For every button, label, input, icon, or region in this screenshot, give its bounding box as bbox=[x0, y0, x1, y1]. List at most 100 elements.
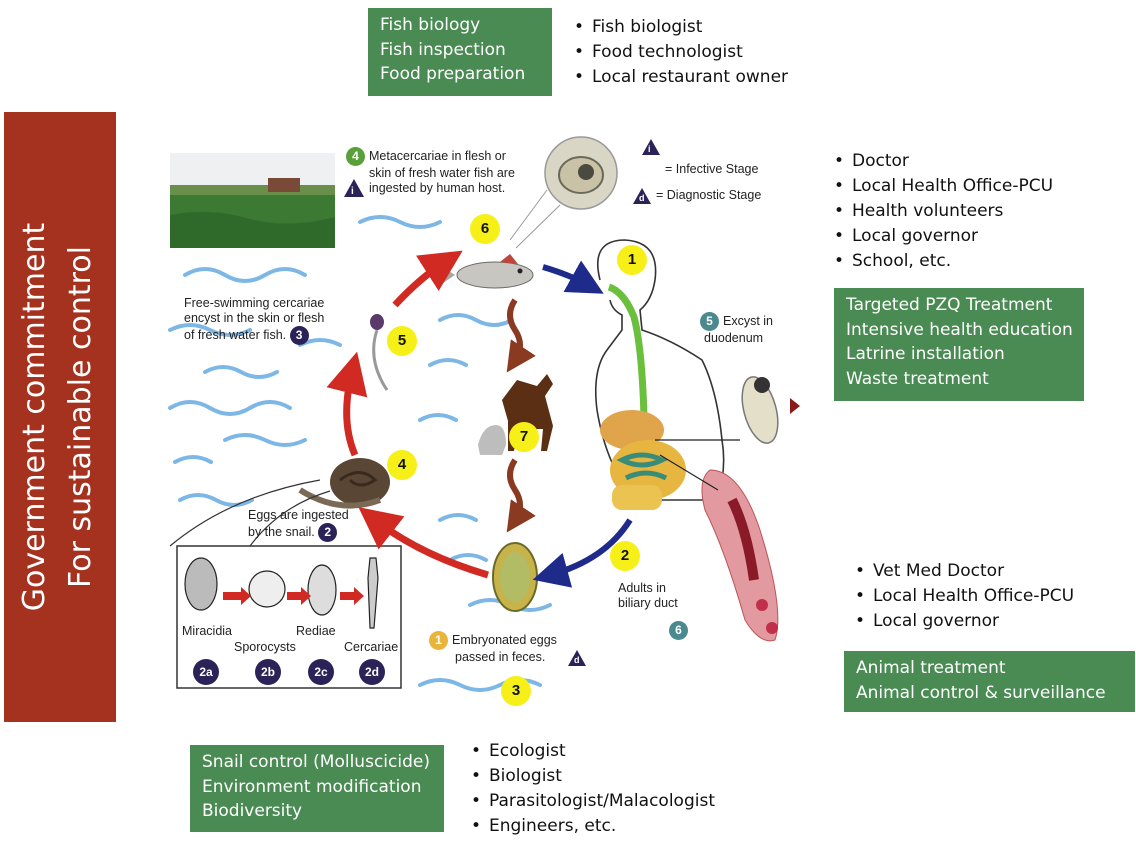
excysted-metacercaria bbox=[741, 376, 800, 444]
snail-illustration bbox=[298, 458, 390, 509]
step-2-badge: 2 bbox=[318, 523, 338, 542]
legend-infective-icon-letter: i bbox=[648, 144, 651, 154]
snail-control-line: Snail control (Molluscicide) bbox=[202, 752, 430, 772]
fish-illustration bbox=[437, 254, 534, 289]
legend-infective-icon bbox=[642, 139, 660, 155]
rediae-label: Rediae bbox=[296, 624, 336, 638]
snail-actor: Engineers, etc. bbox=[467, 814, 715, 839]
control-point-2: 2 bbox=[610, 541, 640, 571]
control-point-6: 6 bbox=[470, 214, 500, 244]
cercariae-line-3: of fresh water fish. bbox=[184, 327, 287, 342]
snail-actor: Parasitologist/Malacologist bbox=[467, 789, 715, 814]
legend-infective-label: = Infective Stage bbox=[665, 162, 759, 176]
rice-field-photo bbox=[170, 153, 335, 248]
stage-2c-badge: 2c bbox=[308, 659, 334, 685]
diagnostic-stage-icon bbox=[568, 650, 586, 666]
cercariae-line-1: Free-swimming cercariae bbox=[184, 296, 325, 310]
human-control-box: Targeted PZQ Treatment Intensive health … bbox=[834, 288, 1084, 401]
control-point-5: 5 bbox=[387, 326, 417, 356]
infective-stage-icon-letter: i bbox=[351, 186, 354, 197]
human-actor: Health volunteers bbox=[830, 199, 1053, 224]
fish-actors-list: Fish biologist Food technologist Local r… bbox=[570, 15, 788, 90]
red-cycle-arrows bbox=[326, 250, 489, 579]
stage-2b-badge: 2b bbox=[255, 659, 281, 685]
metacercariae-line-3: ingested by human host. bbox=[369, 181, 506, 195]
step-5-badge: 5 bbox=[700, 312, 719, 331]
excyst-line-1: Excyst in bbox=[723, 313, 774, 328]
step-6-badge: 6 bbox=[669, 621, 688, 640]
snail-actor: Biologist bbox=[467, 764, 715, 789]
legend-diagnostic-label: = Diagnostic Stage bbox=[656, 188, 762, 202]
eggs-snail-line-2: by the snail. bbox=[248, 524, 315, 539]
eggs-snail-label: Eggs are ingested by the snail. 2 bbox=[248, 508, 349, 542]
eggs-snail-line-1: Eggs are ingested bbox=[248, 508, 349, 522]
adult-fluke bbox=[701, 469, 779, 642]
control-point-7: 7 bbox=[509, 422, 539, 452]
human-silhouette bbox=[594, 239, 725, 501]
stage-2d-badge: 2d bbox=[359, 659, 385, 685]
step-4-badge: 4 bbox=[346, 147, 365, 166]
digestive-tract bbox=[600, 283, 686, 510]
step-1-badge: 1 bbox=[429, 631, 448, 650]
adults-line-2: biliary duct bbox=[618, 596, 678, 610]
step-3-badge: 3 bbox=[289, 326, 309, 345]
snail-actor: Ecologist bbox=[467, 739, 715, 764]
snail-control-box: Snail control (Molluscicide) Environment… bbox=[190, 745, 444, 832]
cercaria-illustration bbox=[370, 314, 389, 391]
animal-control-line: Animal control & surveillance bbox=[856, 682, 1106, 703]
snail-control-line: Environment modification bbox=[202, 776, 422, 797]
excyst-line-2: duodenum bbox=[704, 331, 764, 345]
human-actor: Local Health Office-PCU bbox=[830, 174, 1053, 199]
metacercariae-line-1: Metacercariae in flesh or bbox=[369, 148, 506, 163]
human-control-line: Intensive health education bbox=[846, 319, 1073, 340]
human-actors-list: Doctor Local Health Office-PCU Health vo… bbox=[830, 149, 1053, 274]
human-actor: Local governor bbox=[830, 224, 1053, 249]
embryonated-eggs-label: 1 Embryonated eggs passed in feces. bbox=[429, 631, 557, 665]
brown-transmission-arrows bbox=[506, 298, 536, 533]
legend-diagnostic-icon-letter: d bbox=[639, 193, 645, 203]
animal-actor: Local governor bbox=[851, 609, 1074, 634]
egg-illustration bbox=[492, 542, 538, 612]
human-control-line: Latrine installation bbox=[846, 344, 1005, 364]
miracidia-label: Miracidia bbox=[182, 624, 233, 638]
control-point-4: 4 bbox=[387, 450, 417, 480]
fish-actor: Food technologist bbox=[570, 40, 788, 65]
legend-diagnostic-icon bbox=[633, 188, 651, 204]
stage-2a-badge: 2a bbox=[193, 659, 219, 685]
government-commitment-banner bbox=[4, 112, 116, 722]
animal-actor: Vet Med Doctor bbox=[851, 559, 1074, 584]
cercariae-stage-label: Cercariae bbox=[344, 640, 399, 654]
metacercariae-line-2: skin of fresh water fish are bbox=[369, 166, 515, 180]
fish-control-line: Fish inspection bbox=[380, 39, 506, 60]
snail-actors-list: Ecologist Biologist Parasitologist/Malac… bbox=[467, 739, 715, 839]
cercariae-line-2: encyst in the skin or flesh bbox=[184, 311, 325, 325]
adults-line-1: Adults in bbox=[618, 581, 666, 595]
fish-control-line: Fish biology bbox=[380, 15, 481, 35]
snail-control-line: Biodiversity bbox=[202, 801, 303, 821]
infective-stage-icon bbox=[344, 179, 364, 197]
embryo-line-2: passed in feces. bbox=[455, 650, 546, 664]
diagnostic-stage-icon-letter: d bbox=[574, 655, 580, 665]
human-control-line: Waste treatment bbox=[846, 368, 989, 389]
fish-actor: Fish biologist bbox=[570, 15, 788, 40]
larval-stages bbox=[184, 557, 379, 629]
adults-label: Adults in biliary duct bbox=[618, 581, 678, 611]
human-control-line: Targeted PZQ Treatment bbox=[846, 295, 1053, 315]
embryo-line-1: Embryonated eggs bbox=[452, 632, 557, 647]
stage-arrows bbox=[223, 587, 364, 605]
metacercariae-label: 4 Metacercariae in flesh or skin of fresh… bbox=[346, 147, 515, 196]
metacercaria-magnified bbox=[509, 136, 618, 249]
animal-actors-list: Vet Med Doctor Local Health Office-PCU L… bbox=[851, 559, 1074, 634]
fish-actor: Local restaurant owner bbox=[570, 65, 788, 90]
animal-control-box: Animal treatment Animal control & survei… bbox=[844, 651, 1135, 712]
cercariae-label: Free-swimming cercariae encyst in the sk… bbox=[184, 296, 324, 345]
sporocysts-label: Sporocysts bbox=[234, 640, 296, 654]
fish-control-box: Fish biology Fish inspection Food prepar… bbox=[368, 8, 552, 96]
blue-cycle-arrows bbox=[532, 260, 633, 588]
animal-actor: Local Health Office-PCU bbox=[851, 584, 1074, 609]
control-point-3: 3 bbox=[501, 676, 531, 706]
control-point-1: 1 bbox=[617, 245, 647, 275]
human-actor: School, etc. bbox=[830, 249, 1053, 274]
human-actor: Doctor bbox=[830, 149, 1053, 174]
excyst-label: 5 Excyst in duodenum bbox=[700, 312, 773, 346]
